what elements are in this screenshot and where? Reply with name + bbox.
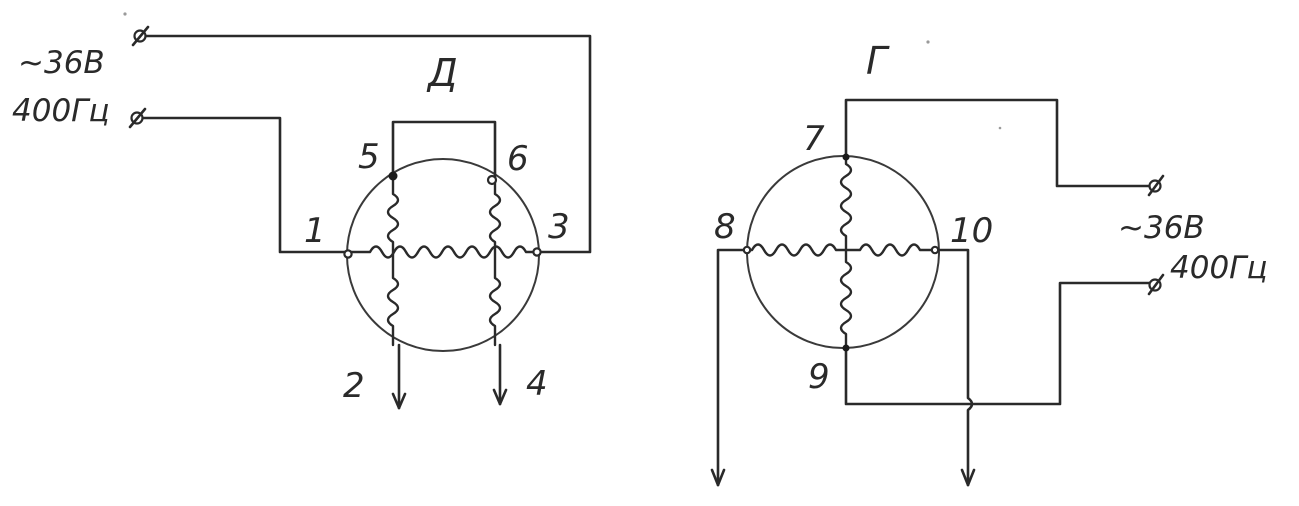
machine-d-supply-terminal-top-slash	[131, 25, 150, 47]
machine-g-supply-wire-top	[844, 98, 1152, 188]
machine-g-terminal-label-7: 7	[803, 119, 825, 159]
paper-speck	[998, 126, 1002, 130]
machine-d-supply-wire-bottom	[138, 116, 350, 254]
machine-g-terminal-10	[930, 245, 940, 255]
machine-d-terminal-3	[532, 247, 542, 257]
machine-g-name: Г	[866, 39, 890, 83]
machine-g: Г 7 8 10 9 ~36В 400Гц	[710, 39, 1268, 487]
machine-d-terminal-1	[343, 249, 353, 259]
machine-g-lead-8	[716, 248, 749, 487]
machine-g-terminal-label-10: 10	[950, 211, 993, 251]
machine-g-terminal-9	[842, 344, 850, 352]
machine-d-supply-voltage: ~36В	[18, 45, 105, 81]
machine-d: ~36В 400Гц Д 5 6 1 3 2 4	[12, 25, 592, 410]
machine-d-arrow-4	[492, 388, 508, 406]
machine-g-arrow-8	[710, 468, 726, 487]
paper-speck	[926, 40, 930, 44]
machine-g-arrow-10	[960, 468, 976, 487]
machine-g-supply-frequency: 400Гц	[1170, 250, 1268, 286]
machine-d-terminal-label-5: 5	[358, 137, 380, 177]
machine-d-winding-5-2	[386, 174, 400, 347]
machine-d-terminal-label-1: 1	[304, 211, 326, 251]
machine-g-winding-7-9	[839, 155, 853, 350]
machine-d-arrow-2	[391, 392, 407, 410]
machine-g-supply-terminal-top-slash	[1147, 174, 1165, 197]
machine-d-terminal-6	[486, 174, 498, 186]
machine-g-terminal-label-8: 8	[714, 207, 736, 247]
machine-d-terminal-label-4: 4	[526, 364, 548, 404]
machine-d-stator-circle	[346, 158, 540, 352]
machine-d-supply-terminal-bottom-slash	[128, 107, 147, 129]
machine-g-supply-voltage: ~36В	[1118, 210, 1205, 246]
machine-d-terminal-label-2: 2	[343, 366, 365, 406]
machine-d-name: Д	[426, 51, 458, 95]
machine-g-supply-terminal-bottom-slash	[1147, 273, 1165, 296]
machine-d-bridge-5-6	[391, 120, 497, 180]
machine-d-terminal-label-3: 3	[548, 207, 570, 247]
machine-d-supply-frequency: 400Гц	[12, 93, 110, 129]
machine-d-winding-6-4	[488, 176, 502, 347]
machine-g-terminal-8	[742, 245, 752, 255]
machine-d-supply-wire-top	[141, 34, 592, 254]
machine-d-terminal-label-6: 6	[507, 139, 529, 179]
paper-speck	[123, 12, 127, 16]
machine-g-supply-wire-bottom	[844, 281, 1152, 406]
machine-g-terminal-label-9: 9	[808, 357, 830, 397]
machine-d-terminal-5	[388, 171, 398, 181]
machine-g-terminal-7	[842, 153, 850, 161]
machine-g-winding-8-10	[745, 243, 937, 257]
machine-d-winding-1-3	[346, 245, 539, 259]
machine-g-lead-10	[933, 248, 974, 487]
